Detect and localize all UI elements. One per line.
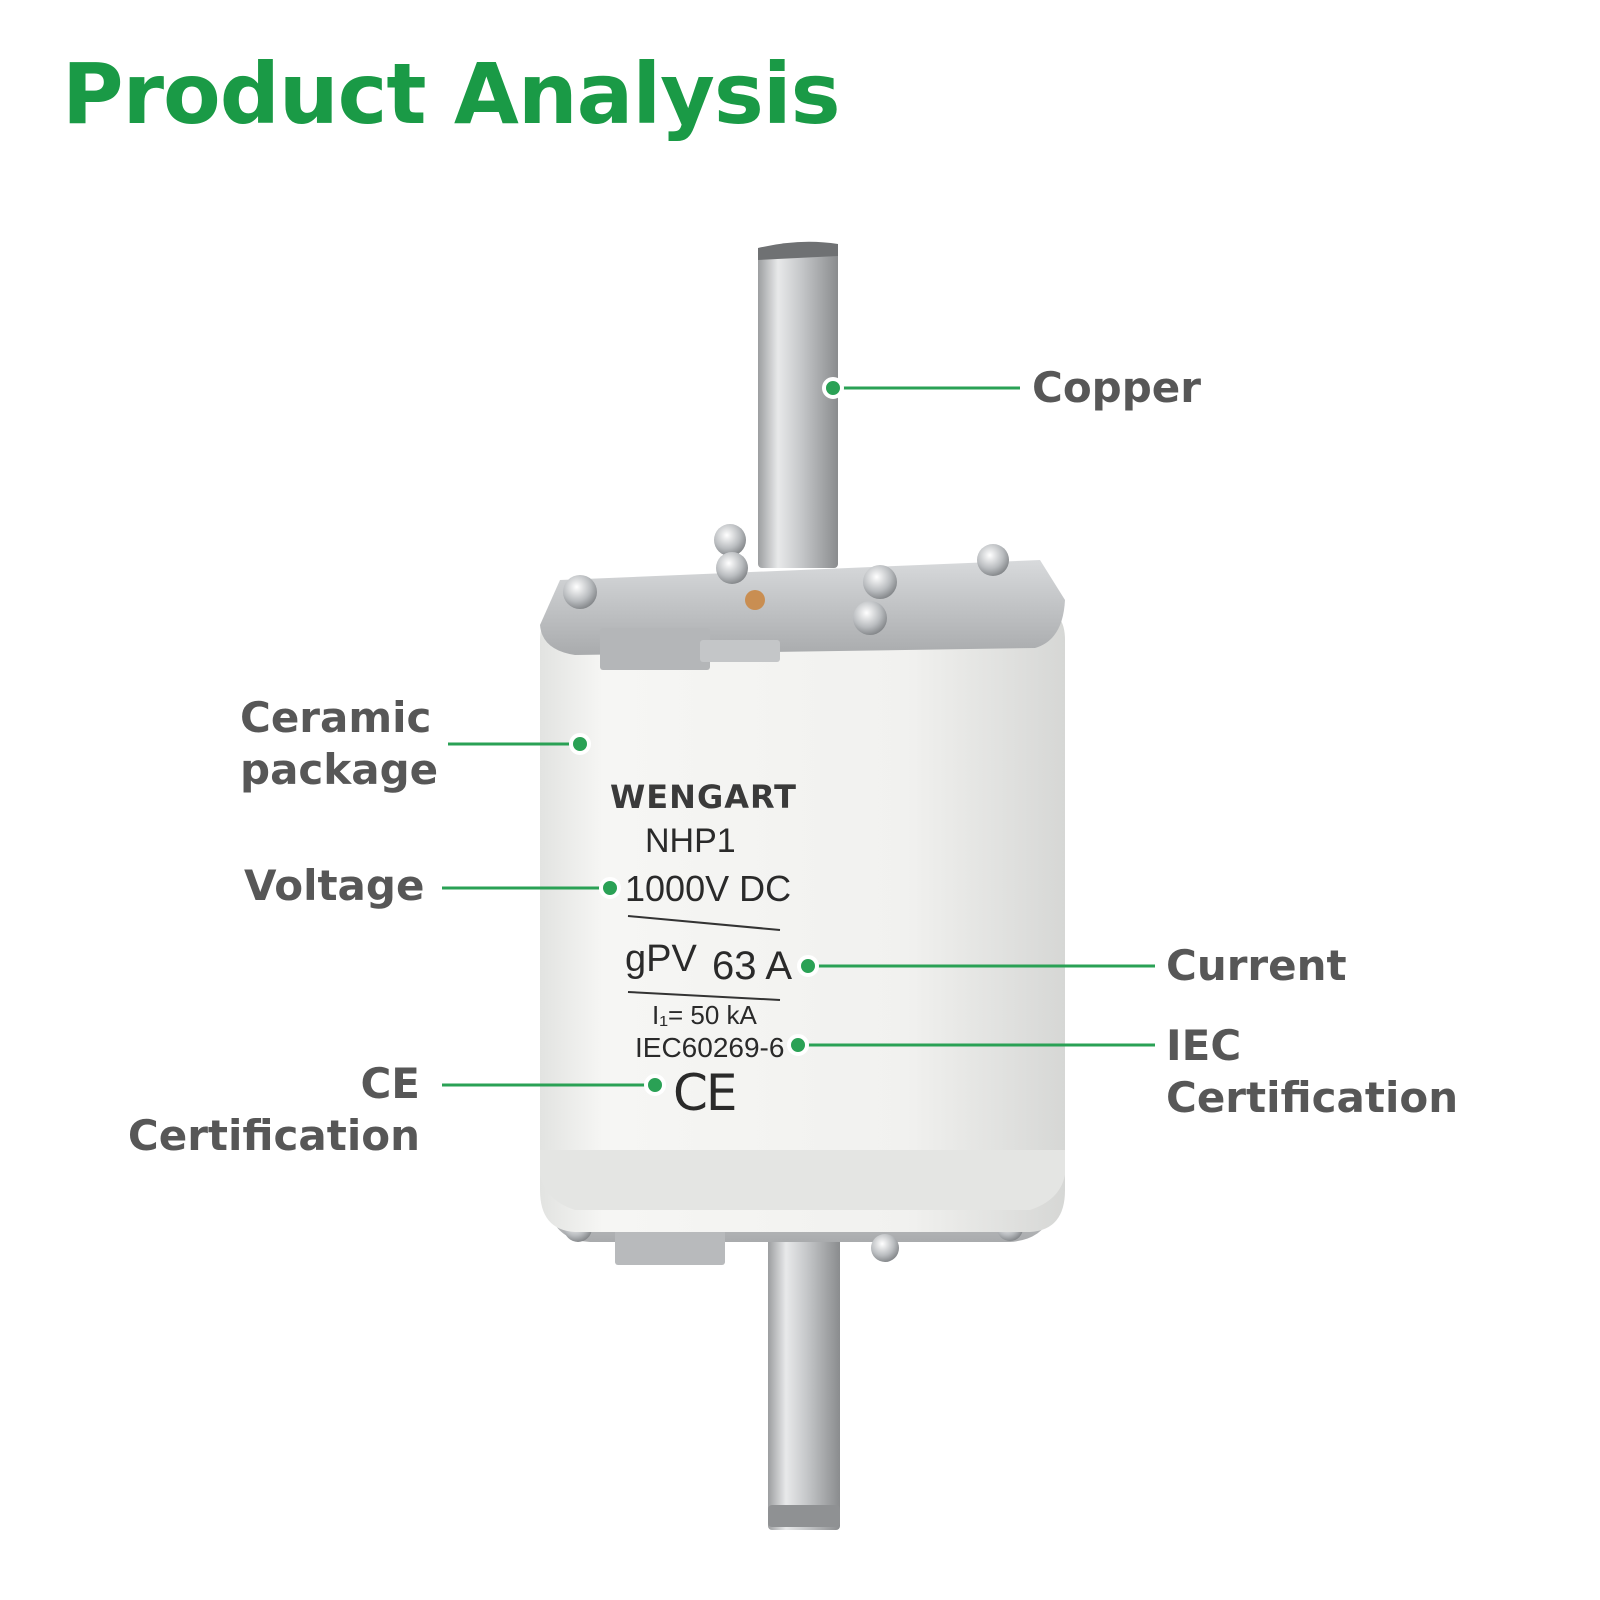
callout-copper-label: Copper xyxy=(1032,363,1202,412)
top-copper-blade xyxy=(758,241,838,568)
callout-iec-line1: IEC xyxy=(1166,1021,1242,1070)
ce-mark: CE xyxy=(673,1064,738,1122)
callout-ce-line1: CE xyxy=(360,1059,420,1108)
callout-ceramic-line1: Ceramic xyxy=(240,693,432,742)
fuse-brand: WENGART xyxy=(610,778,797,816)
callout-ce-certification: CE Certification xyxy=(120,1058,420,1162)
callout-iec-certification: IEC Certification xyxy=(1166,1020,1458,1124)
leader-lines xyxy=(442,377,1155,1096)
fuse-standard: IEC60269-6 xyxy=(635,1032,785,1063)
callout-voltage-label: Voltage xyxy=(244,861,425,910)
callout-current: Current xyxy=(1166,940,1347,992)
callout-iec-line2: Certification xyxy=(1166,1073,1459,1122)
top-plate xyxy=(540,560,1065,670)
fuse-voltage-rating: 1000V DC xyxy=(625,868,792,909)
bottom-copper-blade xyxy=(768,1230,840,1530)
callout-ceramic-package: Ceramic package xyxy=(240,692,439,796)
fuse-current-rating: 63 A xyxy=(712,944,793,988)
callout-ceramic-line2: package xyxy=(240,745,439,794)
page-title: Product Analysis xyxy=(62,45,841,143)
top-screws xyxy=(563,524,1009,635)
fuse-breaking-capacity: I₁= 50 kA xyxy=(652,1000,757,1030)
callout-ce-line2: Certification xyxy=(127,1111,420,1160)
fuse-class: gPV xyxy=(625,938,697,980)
callout-current-label: Current xyxy=(1166,941,1347,990)
ceramic-body xyxy=(540,610,1065,1232)
callout-copper: Copper xyxy=(1032,362,1201,414)
callout-voltage: Voltage xyxy=(244,860,424,912)
fuse-model: NHP1 xyxy=(645,822,736,860)
